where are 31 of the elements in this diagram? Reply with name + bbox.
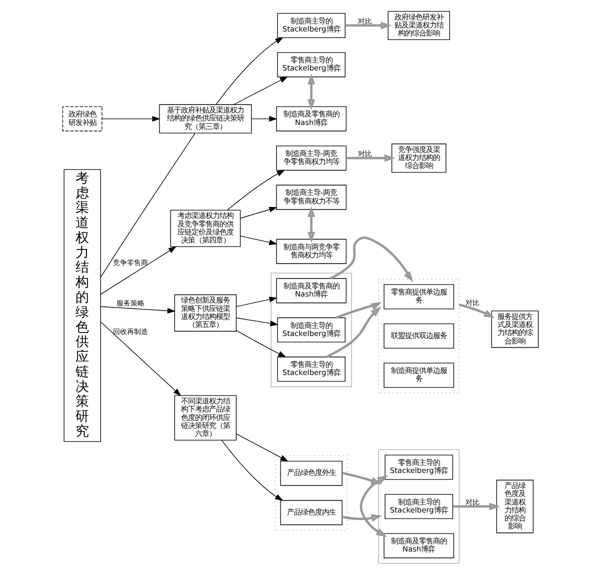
arrow <box>346 154 395 162</box>
arrow <box>341 514 382 522</box>
arrow <box>458 304 494 318</box>
arrow <box>307 206 315 243</box>
arrow <box>232 76 288 105</box>
node-box: 考虑渠道权力结构的绿色供应链决策研究 <box>63 169 100 442</box>
arrow <box>452 502 500 510</box>
arrow <box>307 74 315 110</box>
arrow <box>236 330 286 358</box>
arrow <box>359 475 388 538</box>
arrow <box>240 206 277 219</box>
arrow <box>226 170 284 210</box>
arrow <box>240 236 277 246</box>
arrow <box>215 37 283 105</box>
connector <box>100 132 195 278</box>
arrow <box>236 318 278 326</box>
arrow <box>326 306 381 358</box>
arrow <box>220 440 283 501</box>
arrow <box>329 236 413 282</box>
arrow <box>342 472 382 484</box>
arrow <box>236 434 288 462</box>
arrow <box>334 302 382 319</box>
cluster <box>378 449 459 564</box>
arrow <box>236 296 277 307</box>
arrow <box>100 306 176 314</box>
arrow <box>101 116 160 122</box>
arrow <box>100 246 176 295</box>
arrow <box>344 22 392 30</box>
arrow <box>100 322 181 396</box>
cluster <box>378 278 459 394</box>
arrow <box>250 116 277 122</box>
